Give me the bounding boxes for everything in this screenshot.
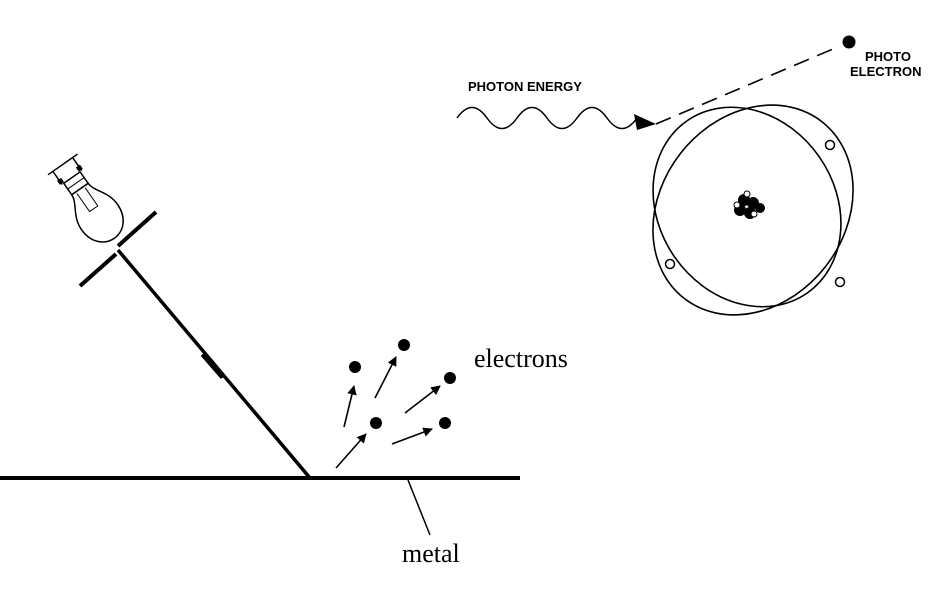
nucleus-icon xyxy=(733,190,765,219)
electron-3 xyxy=(404,372,456,414)
photoelectric-effect-group: metal xyxy=(0,153,568,568)
aperture-plate-lower xyxy=(78,252,118,288)
metal-label: metal xyxy=(402,539,460,568)
electron-4 xyxy=(335,417,382,469)
metal-leader-line xyxy=(407,479,431,536)
emitted-electrons xyxy=(335,339,456,469)
atom-photoelectron-group: PHOTON ENERGY PHOTO ELECTRON xyxy=(456,35,922,316)
electron-5 xyxy=(391,417,451,445)
aperture-plate-upper xyxy=(116,210,158,248)
photon-wave xyxy=(456,106,638,130)
photo-electron-label-line2: ELECTRON xyxy=(850,64,922,79)
light-bulb-icon xyxy=(47,153,124,243)
electron-orbit-1 xyxy=(652,106,842,308)
orbit-electron-3 xyxy=(834,276,846,288)
orbit-electron-2 xyxy=(664,258,676,270)
photon-energy-label: PHOTON ENERGY xyxy=(468,79,582,94)
light-direction-arrowhead xyxy=(200,353,224,379)
electron-2 xyxy=(374,339,410,399)
orbit-electron-1 xyxy=(824,139,836,151)
photoelectron-dot xyxy=(842,35,856,49)
electron-1 xyxy=(343,361,361,428)
electrons-label: electrons xyxy=(474,344,568,373)
photo-electron-label-line1: PHOTO xyxy=(865,49,911,64)
photon-arrowhead xyxy=(634,114,656,130)
electron-orbit-2 xyxy=(652,104,854,316)
photoelectron-path xyxy=(655,45,841,125)
